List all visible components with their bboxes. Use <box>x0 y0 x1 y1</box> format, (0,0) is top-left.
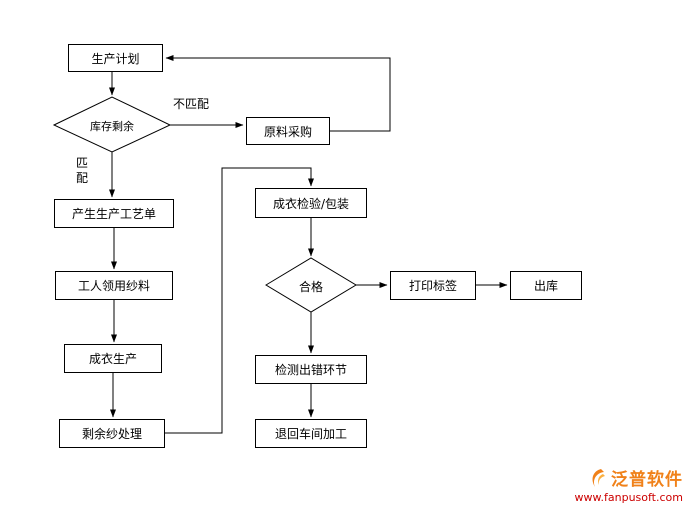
node-qualified-label: 合格 <box>298 280 323 294</box>
node-remaining-yarn: 剩余纱处理 <box>59 419 165 448</box>
watermark-url[interactable]: www.fanpusoft.com <box>574 491 683 504</box>
watermark: 泛普软件 www.fanpusoft.com <box>575 465 683 504</box>
node-inventory-check-label: 库存剩余 <box>90 120 134 133</box>
edge-label-not-match: 不匹配 <box>173 97 210 111</box>
watermark-brand: 泛普软件 <box>611 470 683 490</box>
node-process-order: 产生生产工艺单 <box>54 199 174 228</box>
node-error-detection: 检测出错环节 <box>255 355 367 384</box>
node-worker-yarn: 工人领用纱料 <box>55 271 173 300</box>
node-inspection-packaging: 成衣检验/包装 <box>255 188 367 218</box>
edge-remainingyarn-to-inspection <box>165 167 314 434</box>
node-warehouse-out: 出库 <box>510 271 582 300</box>
node-garment-production: 成衣生产 <box>64 344 162 373</box>
node-production-plan: 生产计划 <box>68 44 163 72</box>
node-return-workshop: 退回车间加工 <box>255 419 367 448</box>
node-print-label: 打印标签 <box>390 271 476 300</box>
node-raw-material-purchase: 原料采购 <box>246 117 330 145</box>
edge-label-match: 匹配 <box>76 156 89 185</box>
fanpu-logo-icon <box>592 468 605 487</box>
edge-purchase-to-plan <box>165 55 391 132</box>
